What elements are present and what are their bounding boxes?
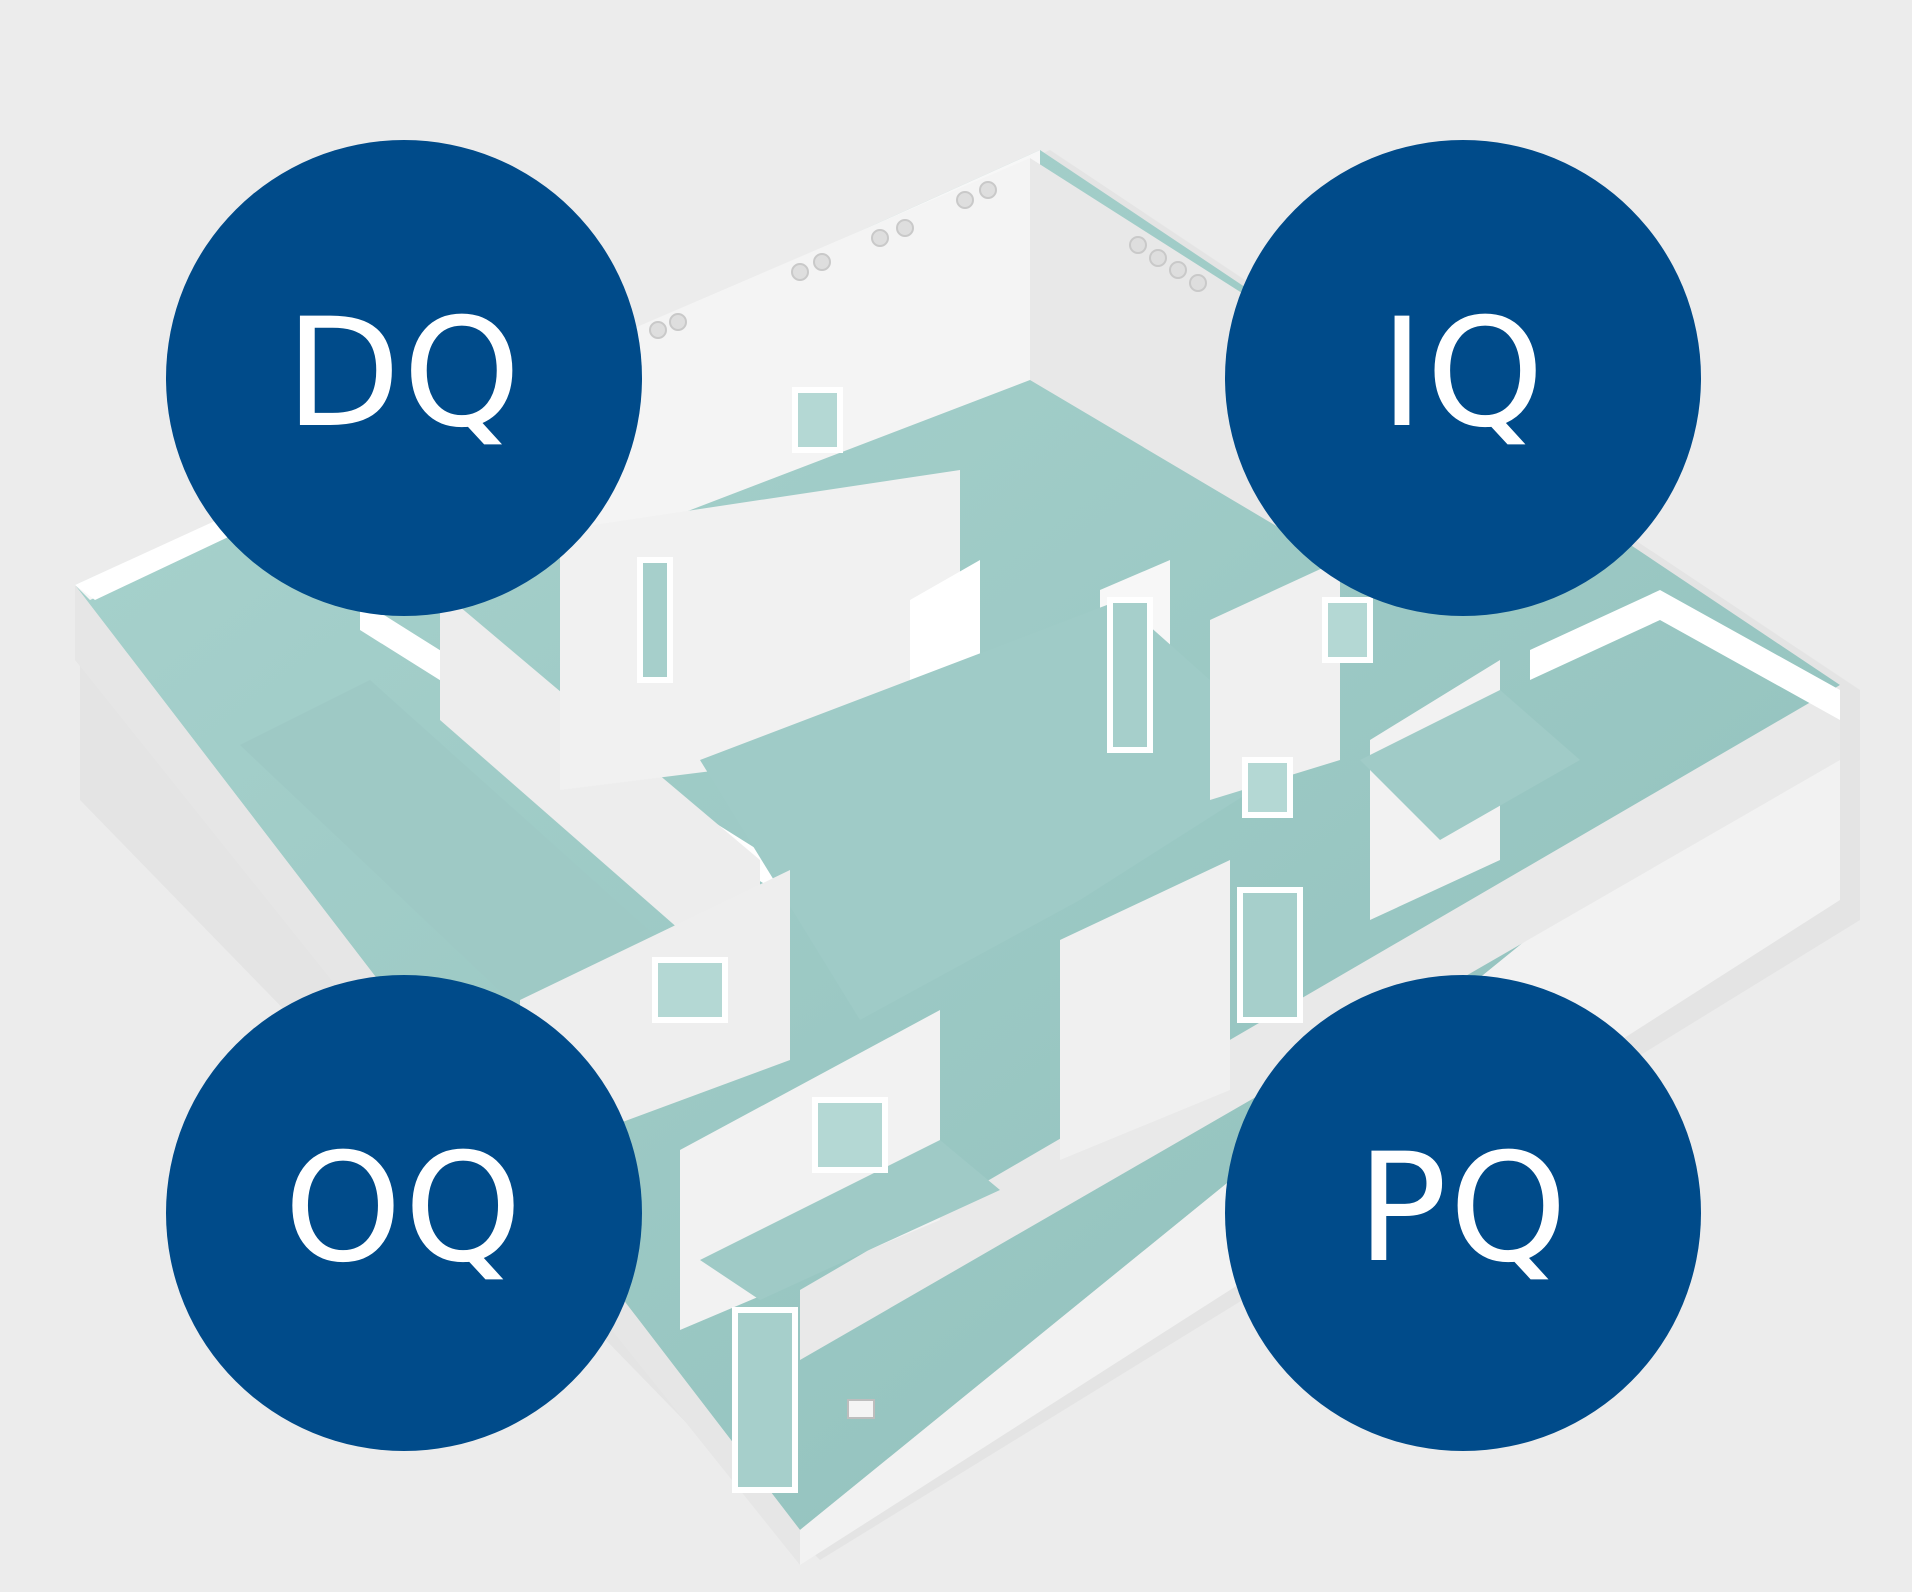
right-room-floor (1360, 690, 1580, 840)
dq-badge: DQ (166, 140, 642, 616)
window (812, 1097, 888, 1173)
door (732, 1307, 798, 1493)
door (637, 557, 673, 683)
window (1322, 597, 1373, 663)
window (1242, 757, 1293, 818)
pq-label: PQ (1356, 1122, 1570, 1296)
right-room-wall-3 (1530, 590, 1840, 720)
ceiling-vents (649, 181, 1207, 339)
back-wall-upper-right (1030, 158, 1300, 540)
right-room-wall-1 (1210, 560, 1340, 800)
door (1107, 597, 1153, 753)
back-wall-upper (560, 158, 1030, 560)
window (652, 957, 728, 1023)
door (1237, 887, 1303, 1023)
wall-outlet (847, 1399, 875, 1419)
lower-room-wall-3 (1060, 860, 1230, 1160)
window (792, 387, 843, 453)
iq-badge: IQ (1225, 140, 1701, 616)
pq-badge: PQ (1225, 975, 1701, 1451)
interior-wall-diag-1-face (440, 590, 760, 1000)
lower-room-floor (700, 1140, 1000, 1300)
oq-badge: OQ (166, 975, 642, 1451)
oq-label: OQ (283, 1122, 525, 1296)
dq-label: DQ (285, 287, 523, 461)
left-corridor-floor (240, 680, 660, 1010)
iq-label: IQ (1379, 287, 1547, 461)
